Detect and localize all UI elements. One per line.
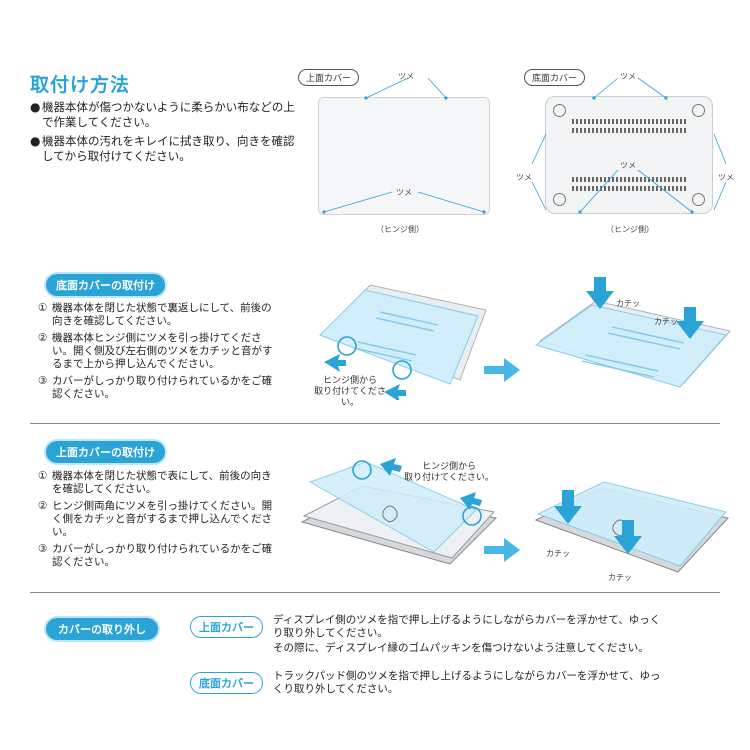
step-number: ③ (38, 543, 48, 555)
step-text: ヒンジ側両角にツメを引っ掛けてください。開く側をカチッと音がするまで押し込んでく… (52, 500, 273, 538)
click-sound-label: カチッ (654, 317, 678, 326)
step-item: ① 機器本体を閉じた状態で表にして、前後の向きを確認してください。 (38, 470, 273, 496)
step-text: 機器本体ヒンジ側にツメを引っ掛けてください。開く側及び左右側のツメをカチッと音が… (52, 332, 273, 370)
click-sound-label: カチッ (546, 549, 570, 558)
top-install-illustration-2 (534, 481, 729, 573)
bullet-mark: ● (30, 134, 41, 148)
bottom-install-steps: ① 機器本体を閉じた状態で裏返しにして、前後の向きを確認してください。 ② 機器… (38, 302, 273, 405)
click-sound-label: カチッ (616, 299, 640, 308)
tsume-label: ツメ (620, 72, 636, 81)
next-step-arrow-icon (484, 538, 520, 562)
intro-bullet: ● 機器本体が傷つかないように柔らかい布などの上で作業してください。 (30, 100, 295, 130)
hinge-attach-note: ヒンジ側から 取り付けてください。 (404, 462, 494, 484)
step-item: ③ カバーがしっかり取り付けられているかをご確認ください。 (38, 375, 273, 401)
step-number: ① (38, 302, 48, 314)
top-cover-callouts (322, 77, 486, 214)
removal-top-caution: その際に、ディスプレイ縁のゴムパッキンを傷つけないよう注意してください。 (273, 642, 649, 654)
removal-bottom-cover-label: 底面カバー (190, 672, 263, 694)
removal-bottom-instructions: トラックパッド側のツメを指で押し上げるようにしながらカバーを浮かせて、ゆっくり取… (273, 670, 661, 695)
removal-top-text: ディスプレイ側のツメを指で押し上げるようにしながらカバーを浮かせて、ゆっくり取り… (273, 614, 661, 639)
hinge-side-label: （ヒンジ側） (376, 225, 424, 234)
rubber-foot-icon (553, 104, 566, 117)
step-number: ③ (38, 375, 48, 387)
tsume-label: ツメ (718, 173, 734, 182)
removal-top-instructions: ディスプレイ側のツメを指で押し上げるようにしながらカバーを浮かせて、ゆっくり取り… (273, 614, 663, 655)
bottom-install-illustration-1 (319, 284, 487, 400)
hinge-attach-note-line: 取り付けてください。 (314, 387, 386, 408)
rubber-foot-icon (692, 193, 705, 206)
top-install-steps: ① 機器本体を閉じた状態で表にして、前後の向きを確認してください。 ② ヒンジ側… (38, 470, 273, 573)
bottom-cover-callouts (531, 77, 727, 214)
bottom-cover-label: 底面カバー (524, 69, 586, 86)
intro-bullet: ● 機器本体の汚れをキレイに拭き取り、向きを確認してから取付けてください。 (30, 134, 295, 164)
hinge-attach-note-line: ヒンジ側から (421, 462, 476, 472)
click-sound-label: カチッ (608, 573, 632, 582)
step-text: カバーがしっかり取り付けられているかをご確認ください。 (52, 375, 273, 400)
tsume-label: ツメ (620, 161, 636, 170)
intro-bullet-text: 機器本体の汚れをキレイに拭き取り、向きを確認してから取付けてください。 (42, 134, 295, 163)
section-divider (30, 423, 720, 424)
rubber-foot-icon (692, 104, 705, 117)
bullet-mark: ● (30, 100, 41, 114)
step-number: ② (38, 500, 48, 512)
hinge-attach-note-line: 取り付けてください。 (404, 473, 494, 483)
vent-grille (572, 119, 688, 124)
hinge-attach-note: ヒンジ側から 取り付けてください。 (310, 376, 390, 409)
bottom-install-illustration-2 (534, 277, 731, 388)
intro-bullet-text: 機器本体が傷つかないように柔らかい布などの上で作業してください。 (42, 100, 295, 129)
step-item: ① 機器本体を閉じた状態で裏返しにして、前後の向きを確認してください。 (38, 302, 273, 328)
step-item: ③ カバーがしっかり取り付けられているかをご確認ください。 (38, 543, 273, 569)
step-text: 機器本体を閉じた状態で裏返しにして、前後の向きを確認してください。 (52, 302, 272, 327)
step-number: ① (38, 470, 48, 482)
top-cover-illustration (318, 97, 490, 215)
intro-bullets: ● 機器本体が傷つかないように柔らかい布などの上で作業してください。 ● 機器本… (30, 100, 295, 168)
section-title-removal: カバーの取り外し (46, 618, 158, 640)
top-cover-label: 上面カバー (298, 69, 360, 86)
tsume-label: ツメ (516, 173, 532, 182)
bottom-cover-illustration (545, 96, 713, 214)
hinge-side-label: （ヒンジ側） (606, 225, 654, 234)
rubber-foot-icon (553, 193, 566, 206)
section-title-top-install: 上面カバーの取付け (46, 441, 165, 463)
step-text: カバーがしっかり取り付けられているかをご確認ください。 (52, 543, 273, 568)
step-text: 機器本体を閉じた状態で表にして、前後の向きを確認してください。 (52, 470, 272, 495)
vent-grille (572, 186, 688, 191)
vent-grille (572, 128, 688, 133)
tsume-label: ツメ (396, 188, 412, 197)
removal-top-cover-label: 上面カバー (190, 616, 263, 638)
section-divider (30, 592, 720, 593)
tsume-label: ツメ (398, 72, 414, 81)
step-item: ② 機器本体ヒンジ側にツメを引っ掛けてください。開く側及び左右側のツメをカチッと… (38, 332, 273, 371)
section-title-bottom-install: 底面カバーの取付け (46, 274, 165, 296)
step-number: ② (38, 332, 48, 344)
step-item: ② ヒンジ側両角にツメを引っ掛けてください。開く側をカチッと音がするまで押し込ん… (38, 500, 273, 539)
next-step-arrow-icon (484, 358, 520, 382)
vent-grille (572, 177, 688, 182)
hinge-attach-note-line: ヒンジ側から (322, 376, 377, 386)
top-install-illustration-1 (300, 458, 498, 565)
page-title: 取付け方法 (30, 74, 131, 96)
